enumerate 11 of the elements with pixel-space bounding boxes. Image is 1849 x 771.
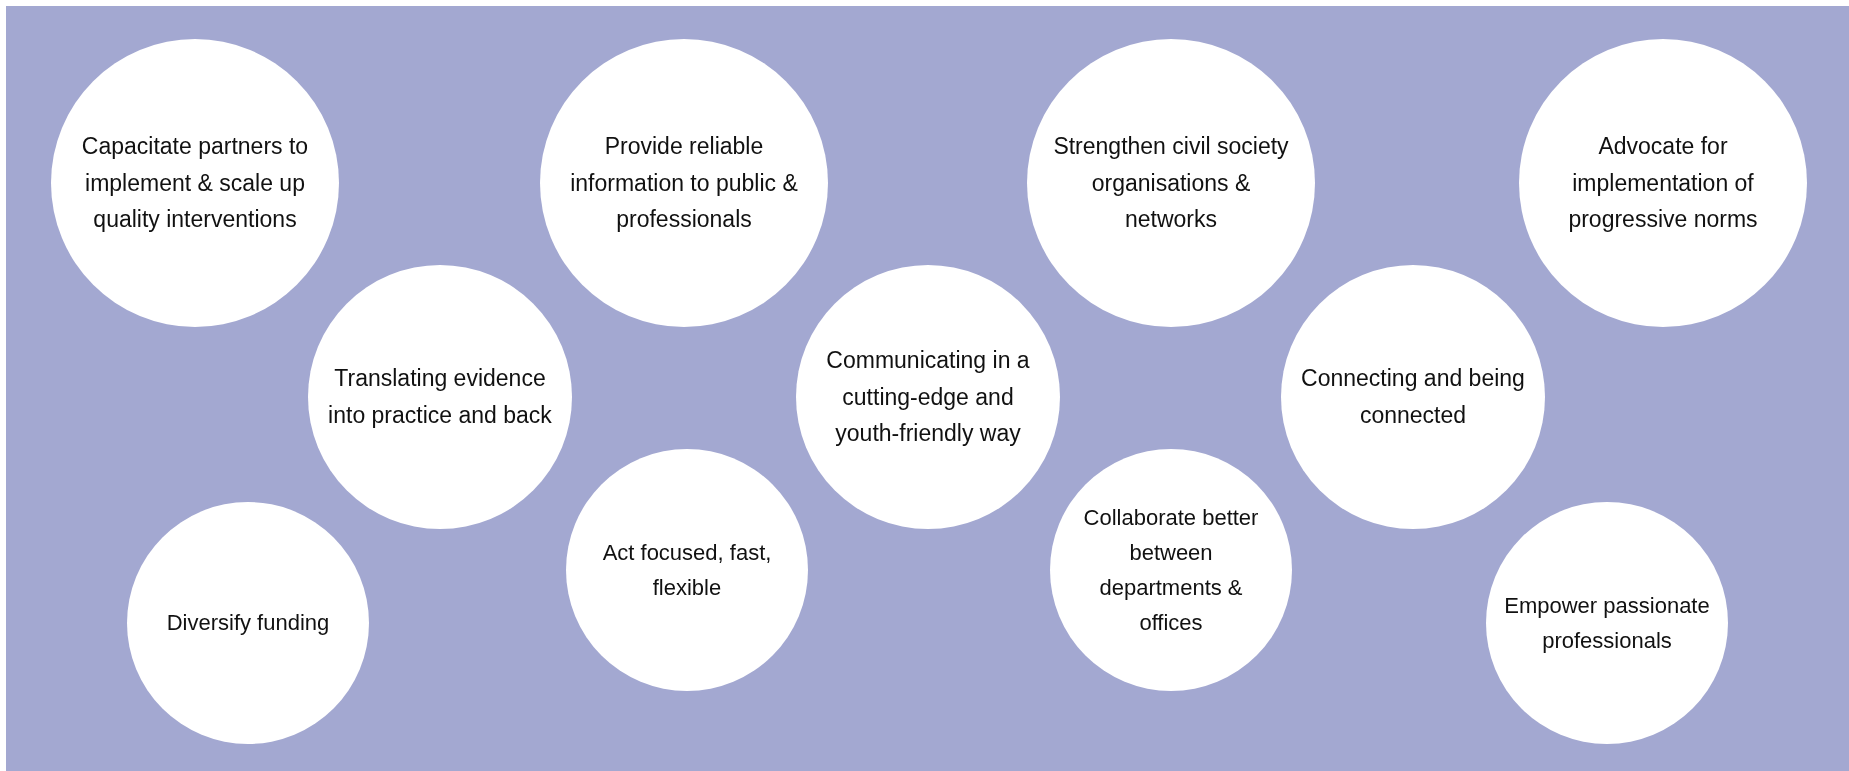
circle-label: Capacitate partners to implement & scale up quality interventions — [80, 131, 310, 235]
circle-label: Diversify funding — [165, 609, 331, 638]
circle-label: Provide reliable information to public & professionals — [569, 131, 799, 235]
circle-label: Strengthen civil society organisations & networks — [1052, 131, 1290, 235]
circle-label: Connecting and being connected — [1300, 364, 1526, 430]
circle-label: Advocate for implementation of progressive norms — [1567, 131, 1759, 235]
circle-label: Empower passionate professionals — [1504, 591, 1710, 655]
circle-label: Translating evidence into practice and back — [327, 364, 553, 430]
circle-label: Communicating in a cutting-edge and youth-friendly way — [825, 345, 1031, 449]
circle-label: Act focused, fast, flexible — [601, 538, 773, 602]
circle-label: Collaborate better between departments & offices — [1082, 503, 1260, 638]
